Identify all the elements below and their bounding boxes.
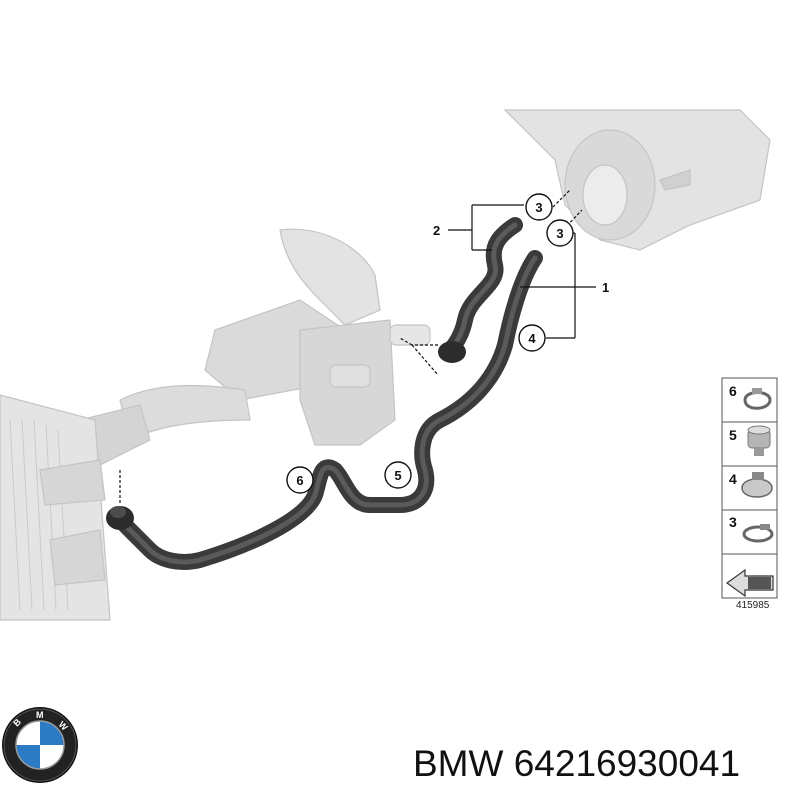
callout-5-label: 5 [394,468,401,483]
callout-6: 6 [286,466,314,494]
part-label-1: 1 [602,280,609,295]
legend-item-4: 4 [729,471,773,498]
callout-4-label: 4 [528,331,536,346]
legend-item-5: 5 [729,425,771,456]
callout-3-lower-label: 3 [556,226,563,241]
background-components [0,109,771,621]
legend-item-6-label: 6 [729,383,737,399]
callout-3-upper: 3 [525,193,553,221]
legend-item-3-label: 3 [729,514,737,530]
callout-4: 4 [518,324,546,352]
legend-item-5-label: 5 [729,427,737,443]
spring-clamp-icon [741,478,773,498]
callout-6-label: 6 [296,473,303,488]
part-caption: BMW 64216930041 [413,738,793,790]
callout-5: 5 [384,461,412,489]
band-clamp-icon [742,525,774,543]
caption-part-number: 64216930041 [513,743,741,784]
legend-item-4-label: 4 [729,471,737,487]
svg-text:M: M [36,710,44,720]
callout-3-upper-label: 3 [535,200,542,215]
arrow-reference-icon [725,568,774,598]
bmw-logo: B M W [2,707,78,783]
legend-panel: 6 5 4 3 415985 [721,377,778,611]
legend-item-6: 6 [729,383,772,410]
part-label-2: 2 [433,223,440,238]
hose-clamp-icon [743,391,772,410]
legend-item-3: 3 [729,514,774,543]
caption-brand: BMW [413,743,504,784]
coolant-hoses [117,217,543,570]
diagram-reference-number: 415985 [736,600,770,611]
hose-fittings [106,341,466,530]
callout-3-lower: 3 [546,219,574,247]
